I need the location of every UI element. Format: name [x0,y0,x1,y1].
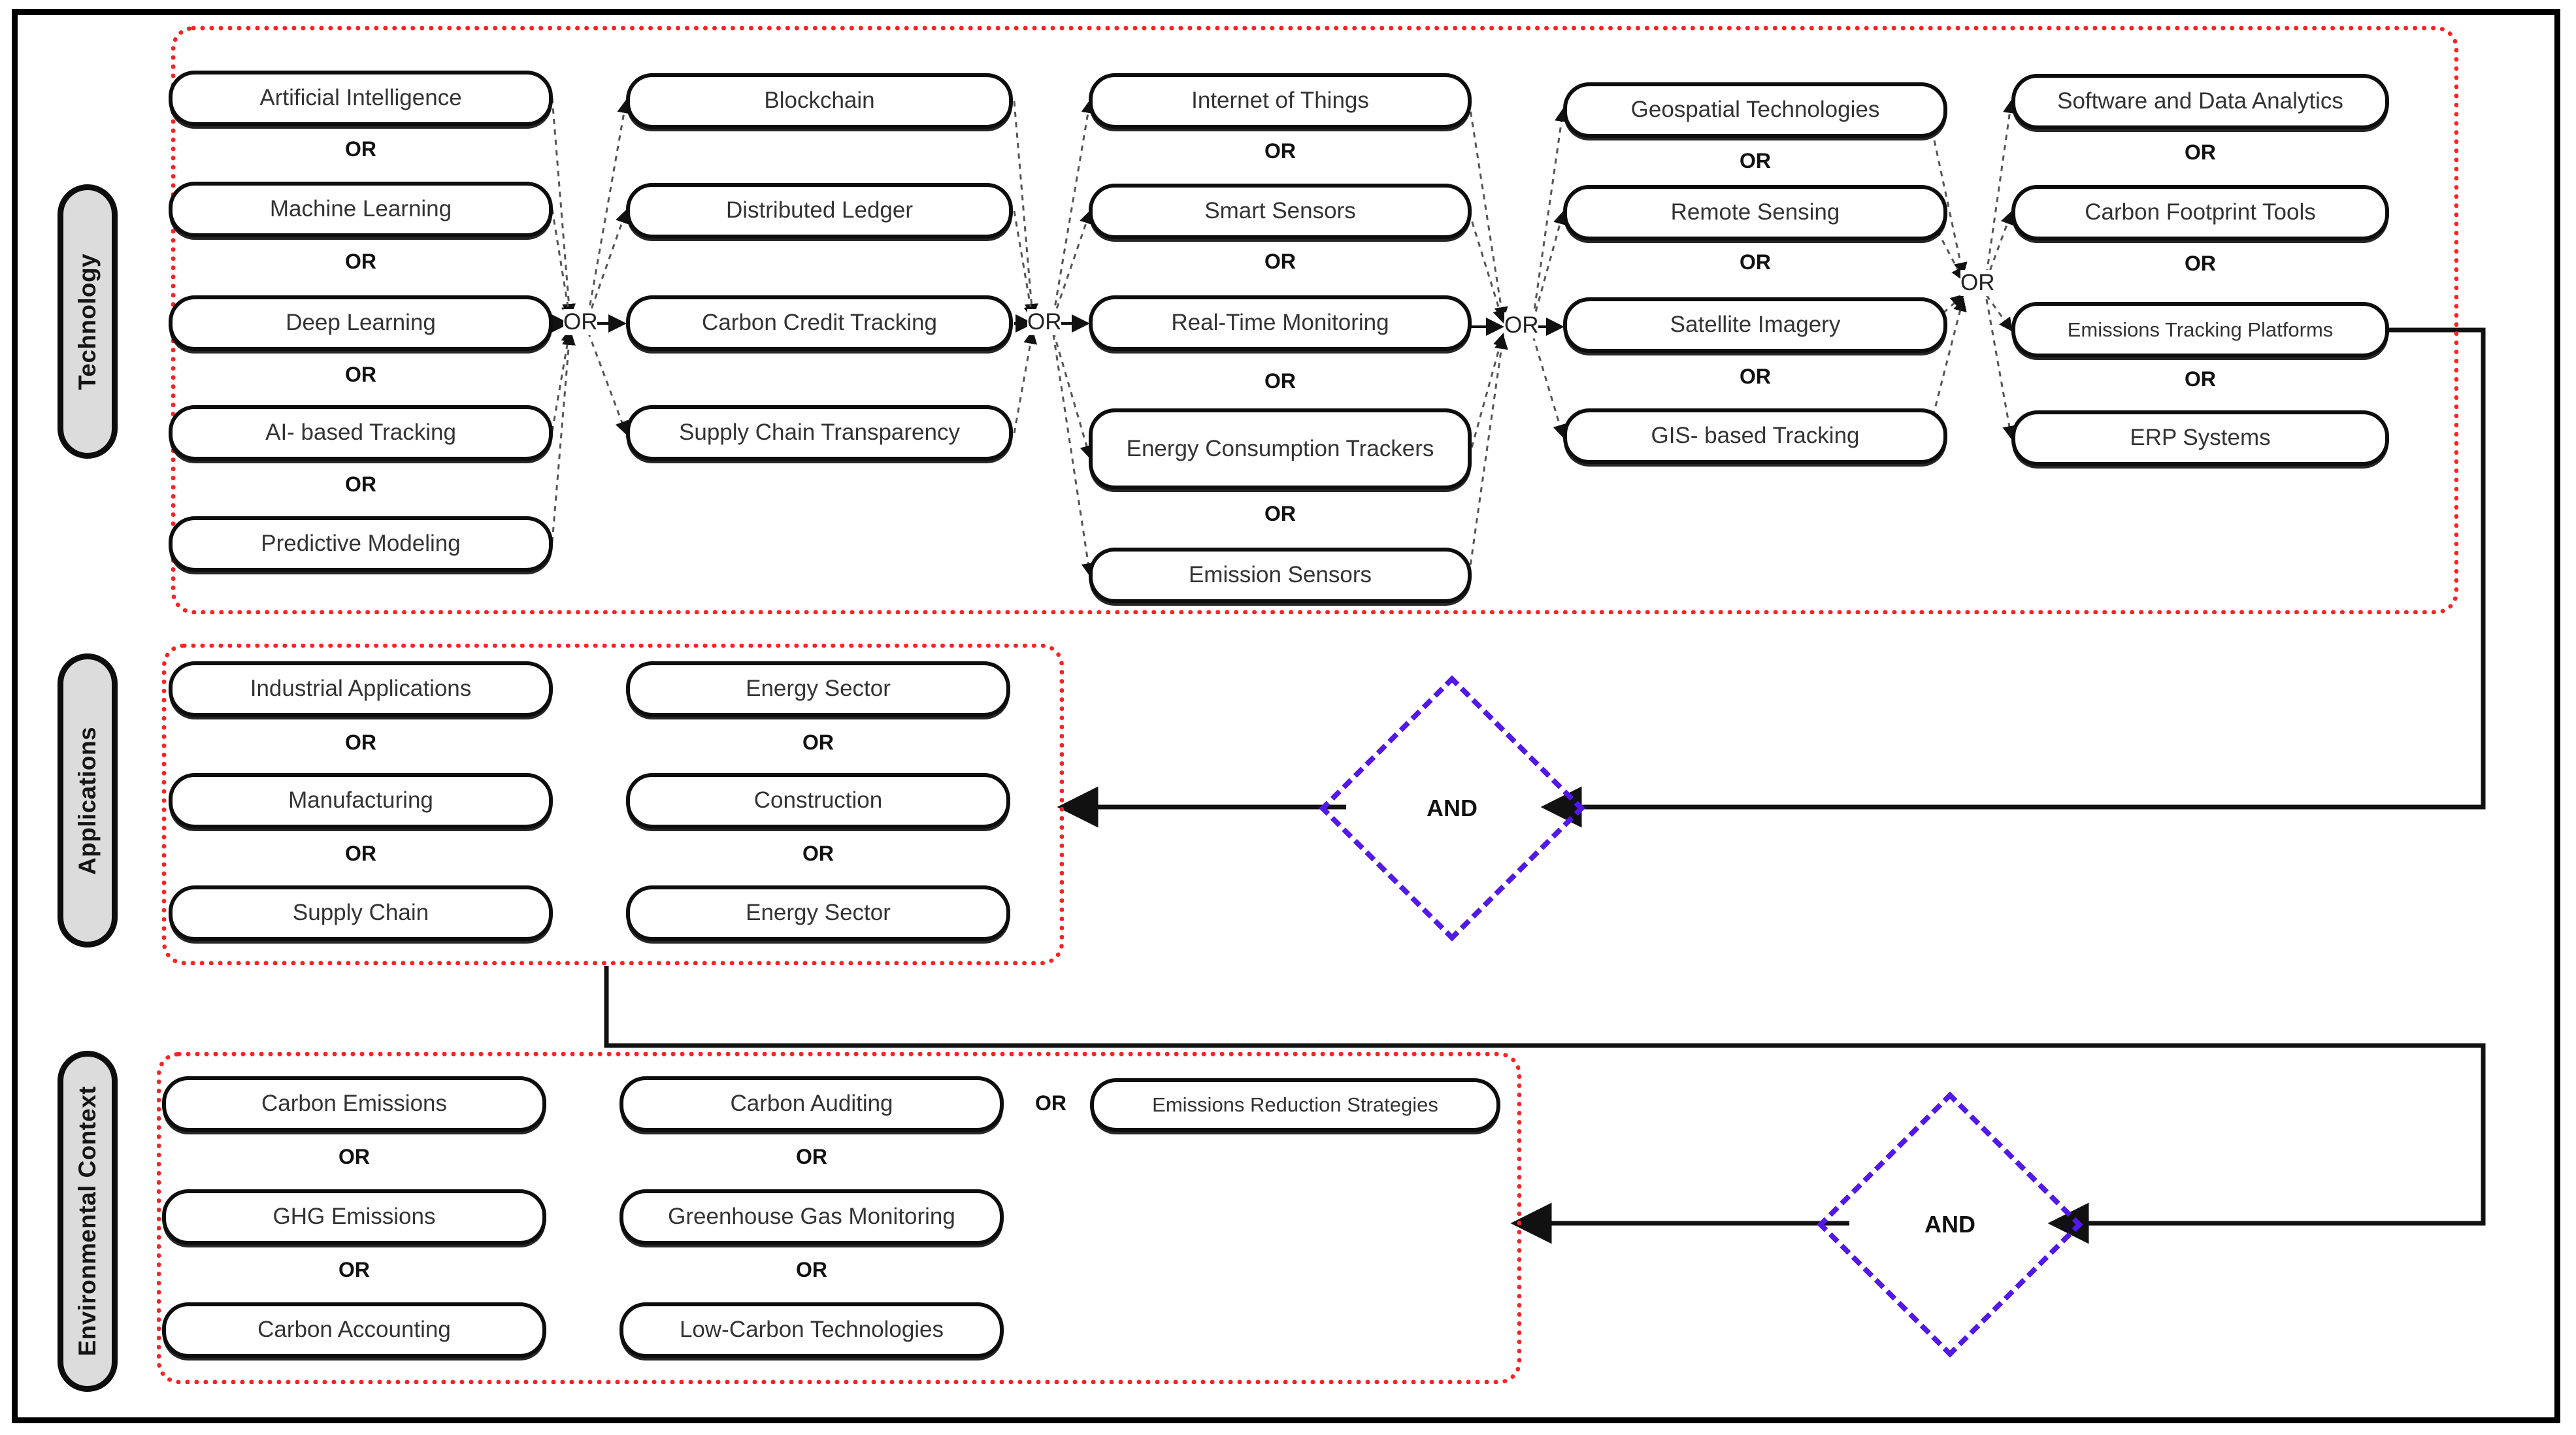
or-separator: OR [345,731,376,754]
and-gate-1: AND [1319,675,1585,942]
node-ai-based-tracking[interactable]: AI- based Tracking [169,405,553,461]
node-carbon-auditing[interactable]: Carbon Auditing [619,1076,1004,1132]
or-gate-3: OR [1504,312,1539,338]
node-software-and-data-analytics[interactable]: Software and Data Analytics [2011,74,2389,129]
or-separator: OR [802,731,834,754]
node-ghg-emissions[interactable]: GHG Emissions [162,1189,546,1245]
or-separator: OR [1740,149,1771,173]
or-separator: OR [1264,250,1296,273]
node-manufacturing[interactable]: Manufacturing [169,773,553,829]
group-applications [162,644,1064,965]
category-label-technology: Technology [74,253,101,390]
category-label-applications: Applications [74,726,101,875]
node-energy-sector-2[interactable]: Energy Sector [626,885,1010,941]
node-energy-consumption-trackers[interactable]: Energy Consumption Trackers [1089,408,1472,489]
node-deep-learning[interactable]: Deep Learning [169,295,553,351]
or-separator: OR [345,250,376,273]
or-separator: OR [345,842,376,865]
node-blockchain[interactable]: Blockchain [626,73,1013,129]
and-gate-label: AND [1924,1211,1975,1238]
category-label-environmental-context: Environmental Context [74,1086,101,1357]
outer-frame [12,9,2560,1423]
or-separator: OR [802,842,834,865]
node-artificial-intelligence[interactable]: Artificial Intelligence [169,71,553,126]
node-construction[interactable]: Construction [626,773,1010,829]
or-gate-4: OR [1960,270,1995,296]
or-separator: OR [1264,502,1296,525]
node-energy-sector-1[interactable]: Energy Sector [626,661,1010,717]
node-greenhouse-gas-monitoring[interactable]: Greenhouse Gas Monitoring [619,1189,1004,1245]
node-machine-learning[interactable]: Machine Learning [169,182,553,237]
node-smart-sensors[interactable]: Smart Sensors [1089,184,1472,239]
node-geospatial-technologies[interactable]: Geospatial Technologies [1563,82,1947,138]
group-environmental-context [157,1052,1521,1384]
node-carbon-emissions[interactable]: Carbon Emissions [162,1076,546,1132]
node-emissions-tracking-platforms[interactable]: Emissions Tracking Platforms [2011,302,2389,357]
or-separator: OR [345,137,376,161]
node-supply-chain-transparency[interactable]: Supply Chain Transparency [626,405,1013,461]
or-separator: OR [796,1145,827,1168]
or-separator: OR [2185,252,2216,275]
node-internet-of-things[interactable]: Internet of Things [1089,73,1472,129]
node-predictive-modeling[interactable]: Predictive Modeling [169,516,553,572]
or-separator: OR [796,1258,827,1281]
node-gis-based-tracking[interactable]: GIS- based Tracking [1563,408,1947,464]
node-erp-systems[interactable]: ERP Systems [2011,410,2389,466]
node-satellite-imagery[interactable]: Satellite Imagery [1563,297,1947,353]
node-low-carbon-technologies[interactable]: Low-Carbon Technologies [619,1302,1004,1358]
or-inline-gate: OR [1035,1091,1066,1115]
or-separator: OR [339,1145,370,1168]
node-carbon-accounting[interactable]: Carbon Accounting [162,1302,546,1358]
or-separator: OR [2185,140,2216,164]
node-real-time-monitoring[interactable]: Real-Time Monitoring [1089,295,1472,351]
or-gate-2: OR [1027,309,1062,335]
or-separator: OR [1264,139,1296,163]
or-separator: OR [339,1258,370,1281]
node-carbon-footprint-tools[interactable]: Carbon Footprint Tools [2011,185,2389,240]
or-separator: OR [345,363,376,386]
node-carbon-credit-tracking[interactable]: Carbon Credit Tracking [626,295,1013,351]
or-separator: OR [2185,367,2216,391]
node-emissions-reduction-strategies[interactable]: Emissions Reduction Strategies [1090,1078,1500,1132]
category-pill-technology: Technology [58,184,118,459]
node-emission-sensors[interactable]: Emission Sensors [1089,548,1472,603]
node-distributed-ledger[interactable]: Distributed Ledger [626,183,1013,239]
node-supply-chain[interactable]: Supply Chain [169,885,553,941]
or-gate-1: OR [563,309,598,335]
node-industrial-applications[interactable]: Industrial Applications [169,661,553,717]
or-separator: OR [1264,369,1296,393]
category-pill-environmental-context: Environmental Context [58,1051,118,1392]
category-pill-applications: Applications [58,653,118,948]
or-separator: OR [345,472,376,496]
node-remote-sensing[interactable]: Remote Sensing [1563,185,1947,240]
and-gate-2: AND [1817,1091,2083,1358]
or-separator: OR [1740,250,1771,274]
and-gate-label: AND [1427,795,1478,821]
or-separator: OR [1740,365,1771,388]
